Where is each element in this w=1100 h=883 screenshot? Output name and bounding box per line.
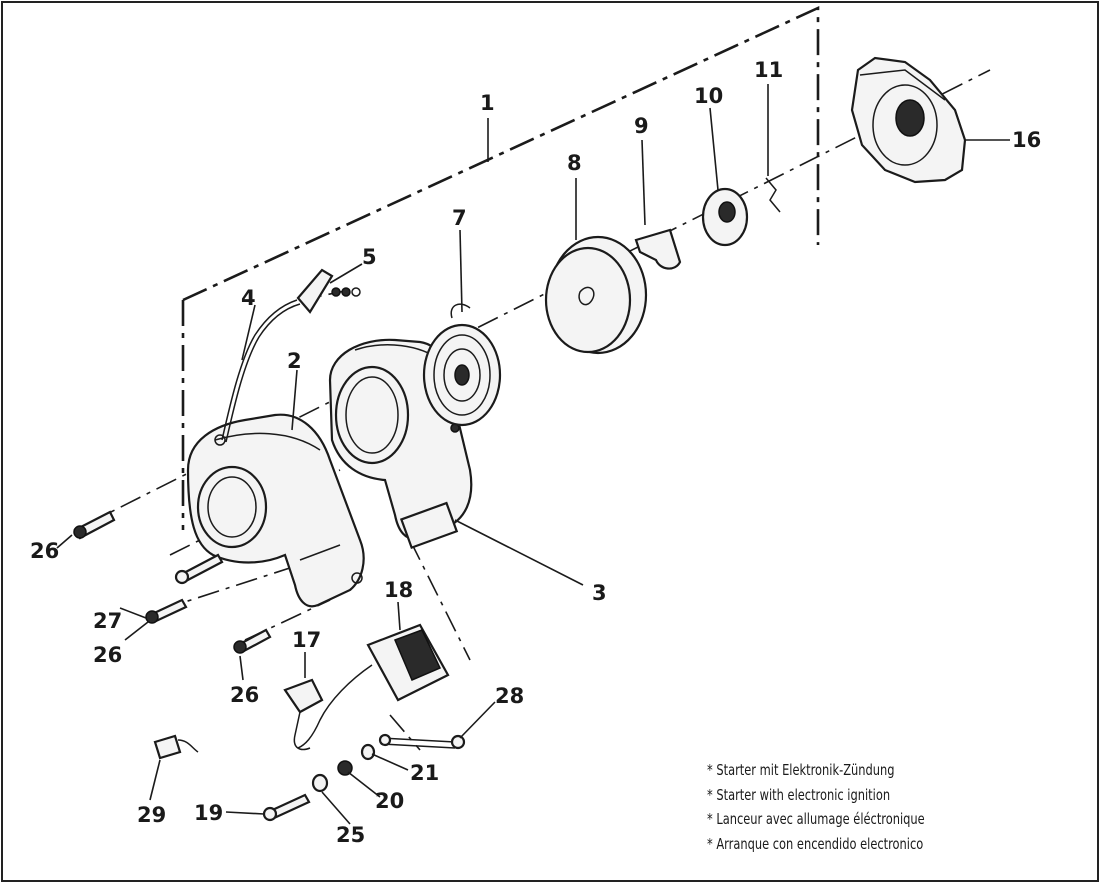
callout-26-a: 26 (30, 539, 59, 563)
callout-1: 1 (480, 91, 495, 115)
callout-4: 4 (241, 286, 256, 310)
callout-3: 3 (592, 581, 607, 605)
callout-25: 25 (336, 823, 365, 847)
fan-wheel-part-16 (850, 56, 967, 184)
assembly-axis (84, 69, 991, 751)
note-line-es: * Arranque con encendido electronico (707, 834, 924, 853)
screw-part-26-b (145, 598, 188, 624)
callout-8: 8 (567, 151, 582, 175)
callout-11: 11 (754, 58, 783, 82)
ignition-note: * Starter mit Elektronik-Zündung * Start… (707, 758, 1019, 856)
note-line-de: * Starter mit Elektronik-Zündung (707, 761, 895, 779)
rope-pulley-part-7 (422, 303, 502, 427)
screw-part-26-a (73, 510, 116, 540)
ground-cable-part-28 (378, 733, 466, 750)
callout-7: 7 (452, 206, 467, 230)
assembly-group-outline (181, 5, 820, 530)
callout-20: 20 (375, 789, 404, 813)
callout-19: 19 (194, 801, 223, 825)
ratchet-part-10 (701, 187, 749, 247)
spark-plug-cap-part-17 (283, 678, 324, 751)
callout-26-c: 26 (230, 683, 259, 707)
callout-26-b: 26 (93, 643, 122, 667)
clip-part-29 (153, 734, 199, 760)
screw-part-27 (174, 553, 224, 585)
ignition-module-part-18 (297, 623, 450, 749)
leader-lines (56, 84, 1010, 825)
callout-21: 21 (410, 761, 439, 785)
washer-part-25 (311, 773, 329, 793)
callout-29: 29 (137, 803, 166, 827)
callout-27: 27 (93, 609, 122, 633)
screw-part-26-c (233, 628, 272, 654)
ignition-wire-part-4 (221, 299, 301, 443)
callout-2: 2 (287, 349, 302, 373)
spring-clip-part-11 (765, 177, 781, 213)
callout-17: 17 (292, 628, 321, 652)
washer-part-21 (360, 743, 376, 761)
callout-28: 28 (495, 684, 524, 708)
note-line-en: * Starter with electronic ignition (707, 785, 891, 804)
callout-18: 18 (384, 578, 413, 602)
callout-5: 5 (362, 245, 377, 269)
starter-cover-part-2 (186, 413, 365, 608)
callout-9: 9 (634, 114, 649, 138)
callout-10: 10 (694, 84, 723, 108)
connector-part-5 (296, 268, 361, 314)
callout-16: 16 (1012, 128, 1041, 152)
note-line-fr: * Lanceur avec allumage éléctronique (707, 810, 925, 828)
pulley-disc-part-8 (544, 235, 648, 355)
screw-part-19 (262, 793, 311, 822)
pawl-part-9 (634, 228, 682, 270)
